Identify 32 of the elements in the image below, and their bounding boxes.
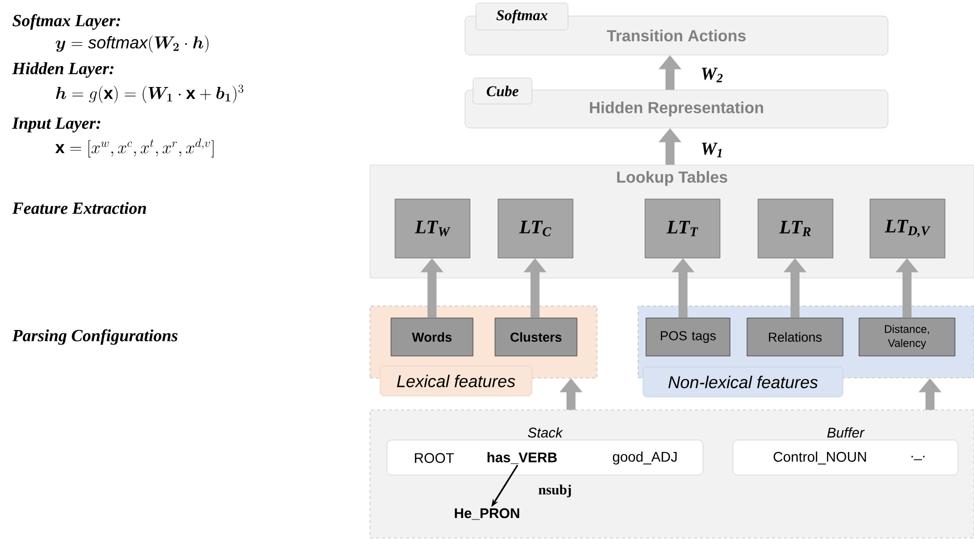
feature-box: Relations (746, 318, 844, 356)
layer-label: Softmax Layer: (12, 14, 120, 30)
edge-label: nsubj (538, 484, 571, 498)
node-label: Buffer (827, 427, 865, 438)
word-token: good_ADJ (612, 451, 677, 465)
tag-box: Cube (472, 78, 532, 104)
feature-box: POS tags (646, 318, 730, 356)
layer-label: Parsing Configurations (12, 329, 178, 345)
feature-box: Words (390, 318, 474, 356)
word-token: Control_NOUN (774, 452, 866, 464)
layer-label: Input Layer: (12, 118, 100, 132)
layer-label: Feature Extraction (12, 202, 146, 214)
lookup-table-box: LT$_{C}$ (498, 198, 574, 258)
edge-label: W$_{1}$ (702, 142, 722, 158)
formula: $\mathbf{x} = [x^w, x^c, x^t, x^r, x^{d,v}]$ (55, 138, 214, 158)
word-token: ROOT (414, 453, 454, 463)
edge-label: W$_{2}$ (702, 68, 723, 82)
formula: $\boldsymbol{y} = \mathit{softmax}(\boldsymbol{W_2} \cdot \boldsymbol{h})$ (56, 35, 208, 53)
word-token: He_PRON (454, 508, 520, 520)
lookup-table-box: LT$_{T}$ (644, 198, 720, 258)
node-label: Stack (528, 427, 564, 438)
feature-box: Distance, Valency (858, 318, 956, 356)
feature-box: Clusters (494, 318, 578, 356)
lookup-table-box: LT$_{W}$ (394, 198, 470, 258)
word-token: has_VERB (488, 452, 557, 464)
word-token: ._. (912, 456, 925, 460)
layer-label: Hidden Layer: (12, 62, 114, 78)
formula: $\boldsymbol{h} = g(\mathbf{x}) = (\boldsymbol{W_1} \cdot \mathbf{x} + \boldsymbol{b_1})^3$ (56, 84, 244, 104)
lookup-table-box: LT$_{R}$ (758, 198, 834, 258)
node-label: Non-lexical features (668, 376, 818, 388)
tag-box: Softmax (476, 2, 568, 30)
lookup-table-box: LT$_{D,V}$ (870, 198, 946, 258)
